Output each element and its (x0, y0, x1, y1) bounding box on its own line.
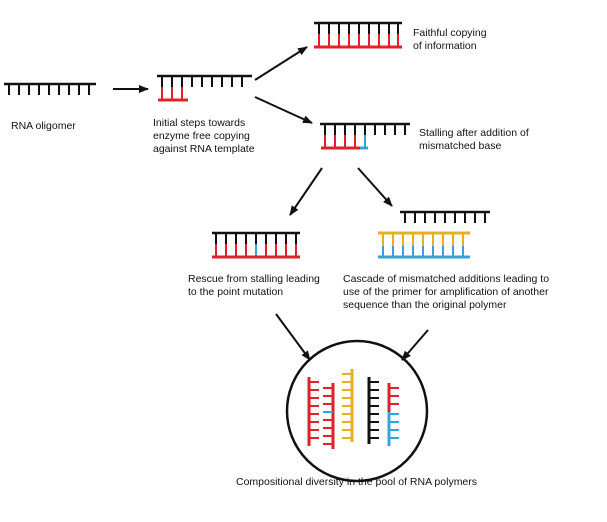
pool-polymer-red-2 (323, 383, 335, 449)
pool-polymer-red-1 (307, 377, 319, 446)
pool-polymer-black (367, 377, 379, 444)
label-initial-steps: Initial steps towards enzyme free copyin… (153, 117, 255, 155)
arrow-to-stalling (254, 96, 313, 124)
arrow-to-faithful (254, 46, 308, 81)
stalling-duplex (320, 122, 410, 150)
rescue-duplex (212, 231, 300, 259)
label-cascade: Cascade of mismatched additions leading … (343, 273, 550, 311)
cascade-duplex (378, 210, 490, 259)
arrow-rescue-to-pool (275, 313, 311, 361)
polymer-pool (285, 339, 429, 483)
pool-polymer-red-blue (387, 383, 399, 446)
label-faithful-copying: Faithful copying of information (413, 27, 487, 52)
label-diversity: Compositional diversity in the pool of R… (236, 476, 478, 488)
pool-circle (285, 339, 429, 483)
arrow-cascade-to-pool (401, 329, 429, 361)
label-rescue: Rescue from stalling leading to the poin… (188, 273, 320, 298)
flow-arrows (113, 46, 429, 361)
initial-duplex (157, 74, 252, 102)
arrow-to-rescue (289, 167, 323, 216)
faithful-duplex (314, 21, 402, 49)
arrow-to-cascade (357, 167, 393, 207)
oligomer-strand (4, 82, 96, 95)
pool-polymer-yellow (342, 369, 354, 442)
label-stalling: Stalling after addition of mismatched ba… (419, 127, 529, 152)
label-oligomer: RNA oligomer (11, 120, 76, 132)
